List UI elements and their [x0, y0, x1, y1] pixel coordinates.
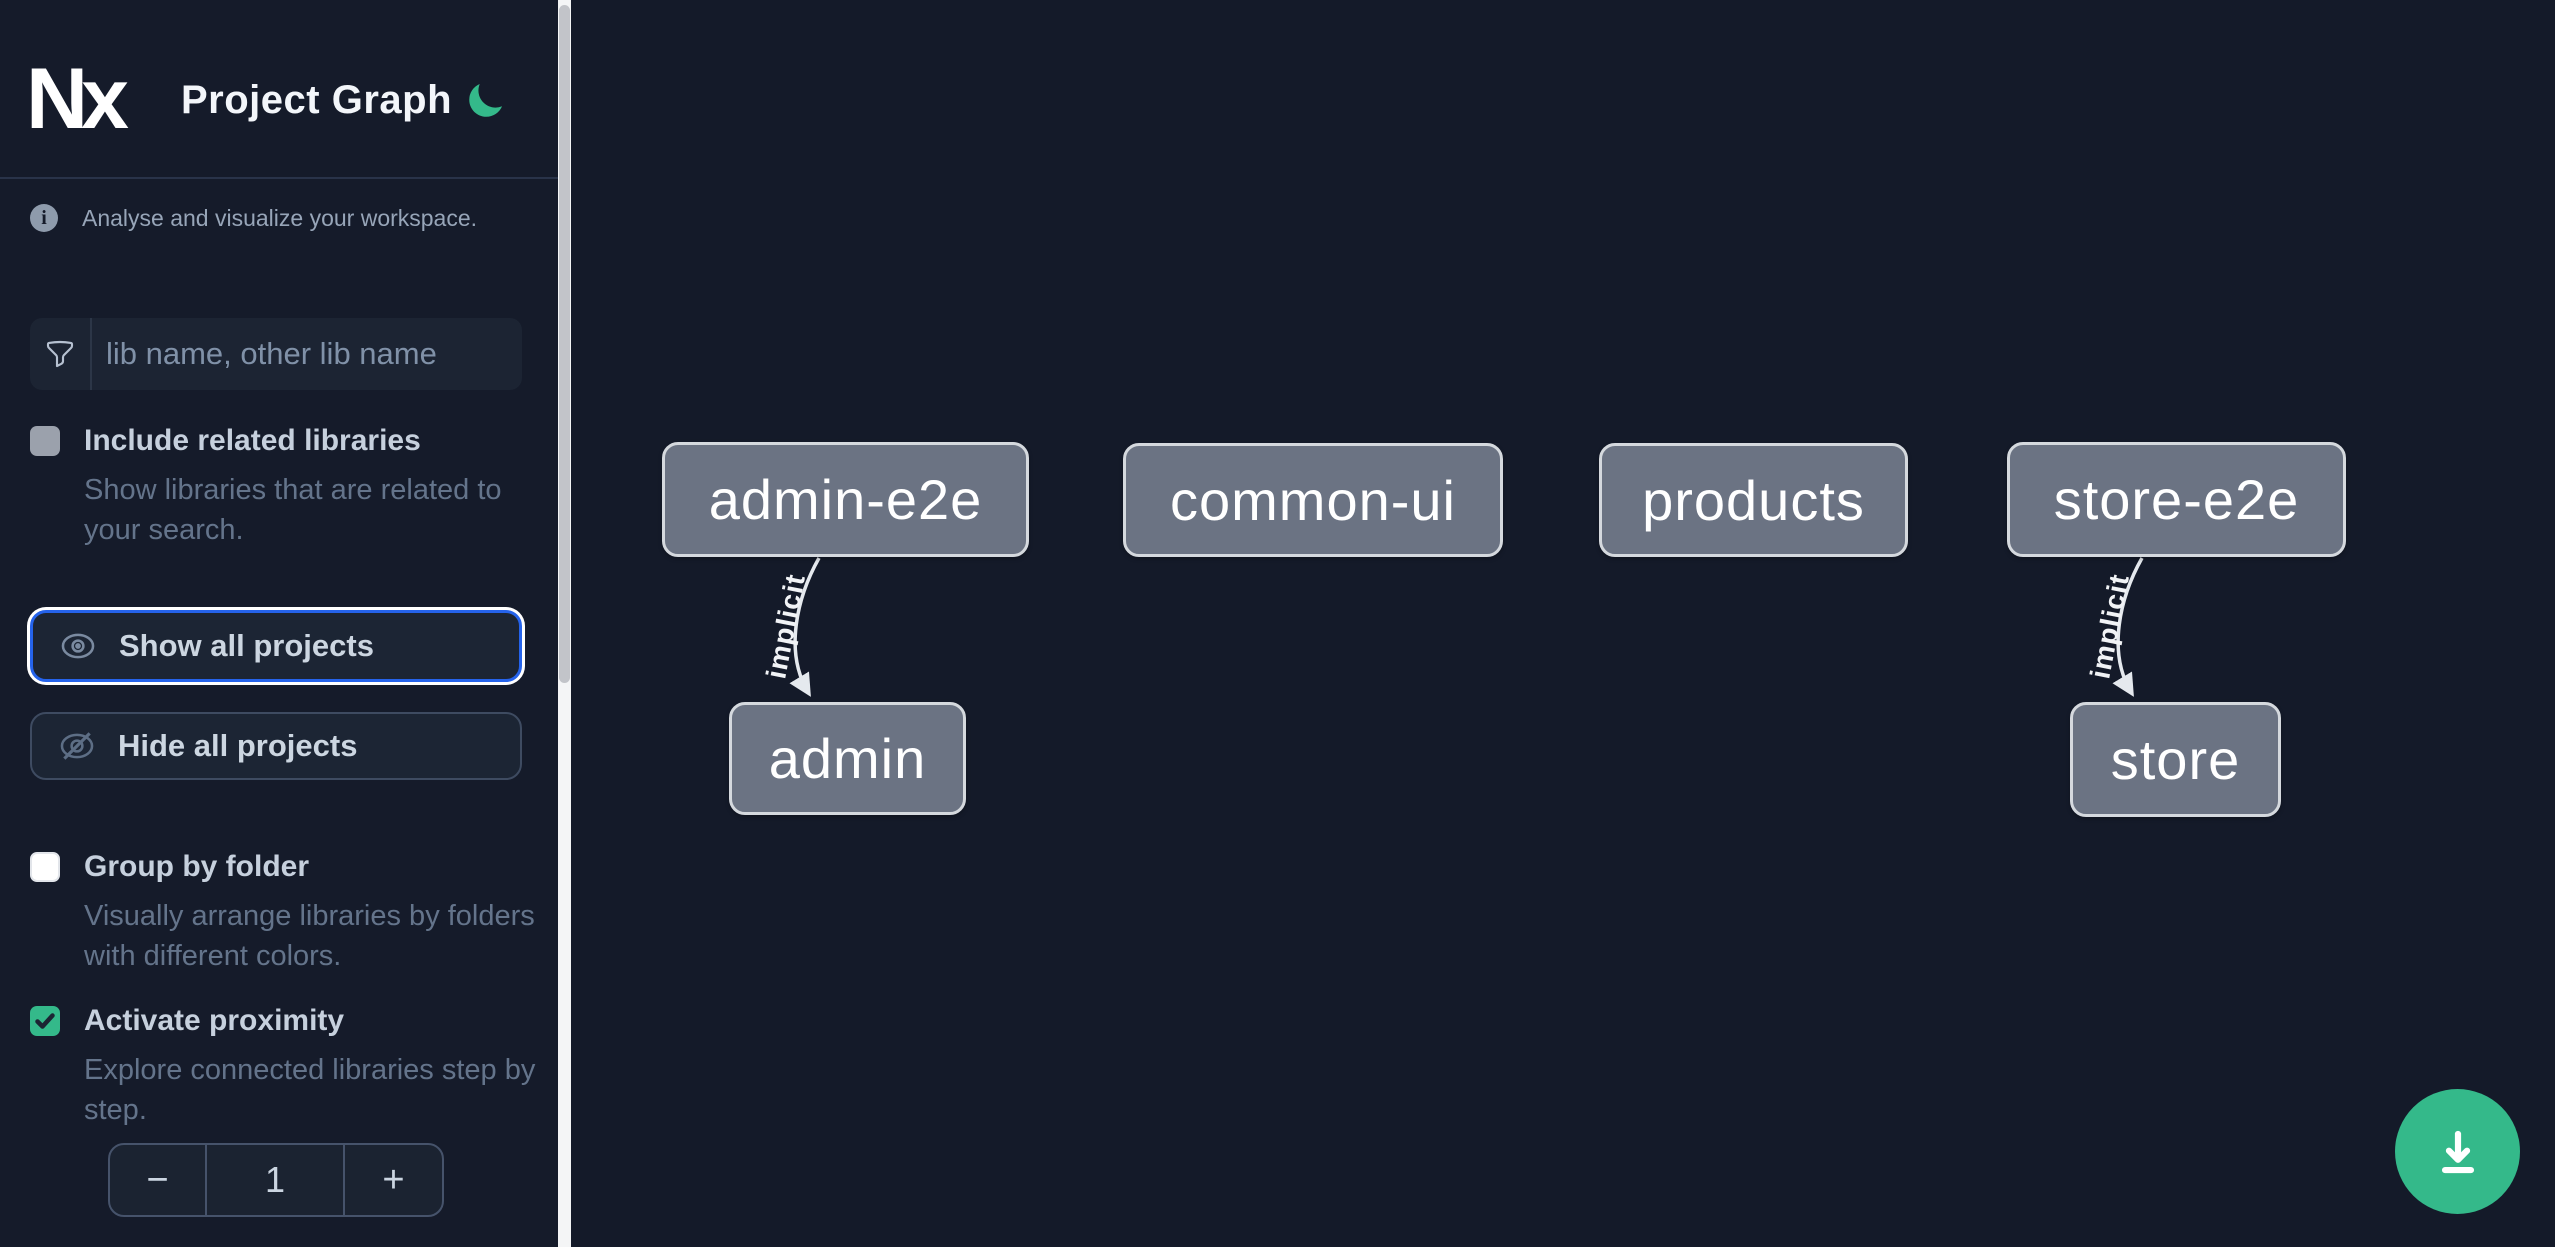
eye-icon [61, 633, 95, 659]
toggle-description: Visually arrange libraries by folders wi… [84, 900, 535, 972]
graph-node-common-ui[interactable]: common-ui [1123, 443, 1503, 557]
graph-node-store[interactable]: store [2070, 702, 2281, 817]
show-all-projects-label: Show all projects [119, 628, 374, 663]
page-title: Project Graph [181, 78, 453, 122]
toggle-label: Include related libraries [84, 424, 421, 457]
graph-canvas[interactable] [571, 0, 2555, 1247]
proximity-stepper: − 1 + [108, 1143, 444, 1217]
graph-node-store-e2e[interactable]: store-e2e [2007, 442, 2346, 557]
checkbox-group-by-folder[interactable] [30, 852, 60, 882]
increment-button[interactable]: + [343, 1145, 442, 1215]
download-icon [2441, 1130, 2474, 1173]
search-input[interactable] [92, 318, 522, 390]
sidebar: Nx Project Graph i Analyse and visualize… [0, 0, 558, 1247]
toggle-label: Activate proximity [84, 1004, 345, 1037]
tagline: Analyse and visualize your workspace. [82, 204, 478, 231]
check-icon [35, 1013, 55, 1029]
sidebar-scrollbar-thumb[interactable] [559, 5, 570, 683]
search-box [30, 318, 522, 390]
checkbox-activate-proximity[interactable] [30, 1006, 60, 1036]
toggle-label: Group by folder [84, 850, 309, 883]
decrement-button[interactable]: − [110, 1145, 207, 1215]
moon-icon [469, 83, 503, 117]
toggle-description: Explore connected libraries step by step… [84, 1054, 536, 1126]
nx-logo-icon: Nx [26, 52, 136, 142]
show-all-projects-button[interactable]: Show all projects [30, 610, 522, 682]
toggle-description: Show libraries that are related to your … [84, 474, 502, 546]
dark-mode-toggle[interactable] [464, 80, 506, 122]
filter-funnel-icon [30, 318, 92, 390]
graph-node-admin-e2e[interactable]: admin-e2e [662, 442, 1029, 557]
eye-off-icon [60, 732, 94, 760]
svg-text:Nx: Nx [26, 52, 129, 142]
graph-node-products[interactable]: products [1599, 443, 1908, 557]
sidebar-scrollbar-track [558, 0, 571, 1247]
header-divider [0, 177, 558, 179]
graph-node-admin[interactable]: admin [729, 702, 966, 815]
hide-all-projects-button[interactable]: Hide all projects [30, 712, 522, 780]
stepper-value[interactable]: 1 [264, 1159, 286, 1200]
hide-all-projects-label: Hide all projects [118, 728, 358, 763]
info-icon: i [30, 204, 58, 232]
download-graph-button[interactable] [2395, 1089, 2520, 1214]
checkbox-include-related[interactable] [30, 426, 60, 456]
